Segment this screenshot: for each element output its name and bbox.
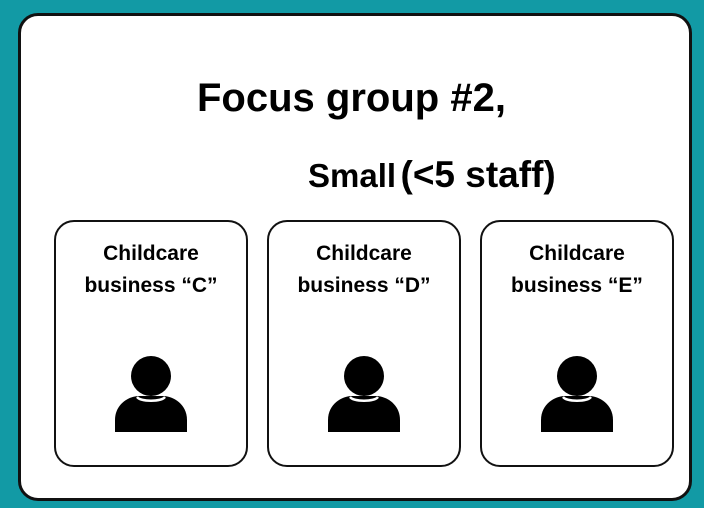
business-card-label: Childcare business “D”	[269, 238, 459, 301]
business-cards: Childcare business “C” Childcare busines…	[54, 220, 674, 467]
business-card-e: Childcare business “E”	[480, 220, 674, 467]
business-card-line2: business “E”	[511, 273, 643, 297]
diagram-title: Focus group #2,	[197, 76, 506, 120]
group-size-detail: (<5 staff)	[400, 154, 556, 195]
business-card-label: Childcare business “C”	[56, 238, 246, 301]
business-card-label: Childcare business “E”	[482, 238, 672, 301]
business-card-line2: business “C”	[84, 273, 218, 297]
group-size-subtitle: Small (<5 staff)	[308, 156, 556, 193]
business-card-line1: Childcare	[529, 242, 625, 265]
business-card-line2: business “D”	[297, 273, 431, 297]
person-icon	[328, 356, 400, 432]
business-card-c: Childcare business “C”	[54, 220, 248, 467]
business-card-line1: Childcare	[316, 242, 412, 265]
focus-group-panel: Focus group #2, Small (<5 staff) Childca…	[18, 13, 692, 501]
group-size-label: Small	[308, 157, 397, 194]
business-card-line1: Childcare	[103, 242, 199, 265]
person-icon	[115, 356, 187, 432]
person-icon	[541, 356, 613, 432]
business-card-d: Childcare business “D”	[267, 220, 461, 467]
